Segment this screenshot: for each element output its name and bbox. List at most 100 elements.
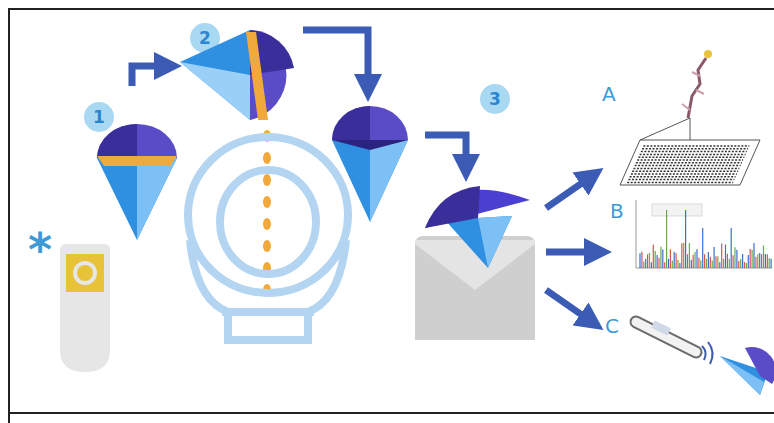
spectrum-peak — [738, 261, 739, 268]
spectrum-peak — [660, 247, 661, 268]
spectrum-peak — [649, 253, 650, 268]
spectrum-peak — [683, 243, 684, 268]
spectrum-peak — [736, 250, 737, 268]
spectrum-peak — [753, 243, 754, 268]
sampler-cone — [97, 124, 177, 240]
spectrum-peak — [664, 262, 665, 268]
callout-number: 2 — [199, 30, 211, 47]
spectrum-peak — [769, 258, 770, 268]
spectrum-peak — [710, 257, 711, 268]
swab-tube — [60, 244, 110, 372]
spectrum-peak — [685, 210, 686, 268]
spectrum-peak — [744, 262, 745, 268]
spectrum-peak — [759, 253, 760, 268]
array-row — [628, 179, 734, 181]
spectrum-peak — [656, 255, 657, 268]
output-arrow — [546, 176, 598, 322]
panel-letter: C — [605, 316, 619, 336]
sampler-cone — [720, 347, 774, 395]
spectrum-peak — [662, 250, 663, 268]
array-row — [632, 170, 738, 172]
spectrum-peak — [666, 210, 667, 268]
spectrum-peak — [713, 247, 714, 268]
array-row — [640, 154, 746, 156]
array-row — [641, 151, 747, 153]
spectrum-peak — [727, 254, 728, 268]
frame — [9, 9, 774, 423]
spectrum-peak — [696, 249, 697, 268]
mass-spectrum — [636, 200, 772, 268]
spectrum-peak — [641, 252, 642, 268]
spectrum-peak — [751, 250, 752, 268]
spectrum-peak — [746, 263, 747, 268]
spectrum-peak — [658, 258, 659, 268]
array-row — [627, 182, 733, 184]
spectrum-peak — [691, 260, 692, 268]
spectrum-peak — [702, 228, 703, 268]
array-row — [635, 165, 741, 167]
thermometer — [636, 320, 713, 364]
spectrum-peak — [643, 261, 644, 268]
spectrum-peak — [731, 228, 732, 268]
spectrum-peak — [767, 254, 768, 268]
spectrum-peak — [761, 254, 762, 268]
spectrum-peak — [694, 252, 695, 268]
spectrum-peak — [687, 254, 688, 268]
spectrum-peak — [693, 255, 694, 268]
spectrum-peak — [715, 256, 716, 268]
spectrum-peak — [677, 260, 678, 268]
spectrum-peak — [755, 257, 756, 268]
spectrum-peak — [681, 243, 682, 268]
mail-envelope — [415, 186, 535, 340]
sampler-cone — [332, 106, 408, 222]
spectrum-peak — [706, 259, 707, 268]
spectrum-peak — [734, 247, 735, 268]
spectrum-peak — [740, 259, 741, 268]
step-arrow — [132, 66, 168, 86]
spectrum-peak — [700, 260, 701, 268]
panel-letter: A — [602, 84, 616, 104]
spectrum-peak — [742, 254, 743, 268]
spectrum-peak — [757, 254, 758, 268]
spectrum-peak — [645, 259, 646, 268]
array-row — [642, 148, 748, 150]
spectrum-peak — [679, 263, 680, 268]
spectrum-peak — [655, 251, 656, 268]
array-row — [633, 168, 739, 170]
step-arrow — [425, 135, 466, 168]
spectrum-peak — [708, 252, 709, 268]
spectrum-peak — [647, 254, 648, 268]
spectrum-peak — [748, 255, 749, 268]
sampler-cone — [180, 30, 294, 120]
spectrum-peak — [723, 259, 724, 268]
spectrum-peak — [763, 246, 764, 268]
array-row — [643, 145, 749, 147]
frame — [9, 412, 774, 414]
toilet — [188, 137, 348, 340]
spectrum-peak — [698, 258, 699, 268]
spectrum-peak — [750, 249, 751, 268]
array-row — [636, 162, 742, 164]
spectrum-peak — [653, 245, 654, 268]
asterisk-mark: * — [28, 227, 52, 273]
spectrum-peak — [639, 253, 640, 268]
callout-circle — [84, 102, 114, 132]
spectrum-peak — [670, 249, 671, 268]
spectrum-peak — [732, 255, 733, 268]
spectrum-peak — [729, 259, 730, 268]
spectrum-peak — [675, 253, 676, 268]
callout-number: 3 — [489, 91, 501, 108]
spectrum-peak — [770, 259, 771, 268]
callout-number: 1 — [93, 109, 105, 126]
spectrum-peak — [725, 245, 726, 268]
panel-letter: B — [610, 201, 624, 221]
spectrum-peak — [717, 256, 718, 268]
spectrum-peak — [704, 254, 705, 268]
step-arrow — [303, 30, 368, 88]
spectrum-peak — [689, 243, 690, 268]
array-row — [631, 173, 737, 175]
spectrum-peak — [765, 254, 766, 268]
microarray-chip — [620, 50, 760, 185]
